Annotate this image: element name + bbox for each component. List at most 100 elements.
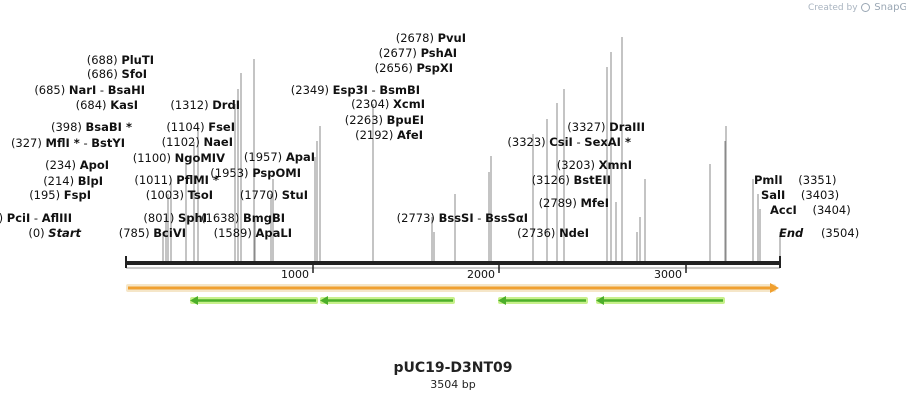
site-name: ApaI [286, 150, 315, 164]
site-position: (1102) [162, 135, 200, 149]
orf-arrowhead [498, 296, 506, 305]
site-label: (0) Start [28, 226, 81, 240]
watermark: Created by SnapGene [808, 2, 906, 13]
site-position: (0) [28, 226, 44, 240]
site-star: * [122, 120, 132, 134]
site-position: (327) [11, 136, 42, 150]
site-name: AccI [770, 203, 797, 217]
site-name: MfeI [580, 196, 609, 210]
site-position: (686) [87, 67, 118, 81]
site-separator: - [80, 136, 91, 150]
site-label: (398) BsaBI * [51, 120, 132, 134]
site-name: BstEII [573, 173, 611, 187]
site-position: (3203) [557, 158, 595, 172]
site-name: PshAI [421, 46, 457, 60]
site-alt-name: SexAI [584, 135, 621, 149]
site-label: (234) ApoI [45, 158, 109, 172]
site-position: (3126) [532, 173, 570, 187]
spacer [797, 203, 801, 217]
site-label: (2773) BssSI - BssSαI [397, 211, 528, 225]
site-name: Start [48, 226, 81, 240]
site-position: (1104) [166, 120, 204, 134]
site-label: (1104) FseI [166, 120, 235, 134]
site-position: (2304) [351, 97, 389, 111]
watermark-prefix: Created by [808, 3, 858, 13]
site-label: (1957) ApaI [244, 150, 315, 164]
snapgene-logo-icon [861, 3, 871, 12]
site-name: PluTI [121, 53, 154, 67]
site-name: BsaBI [86, 120, 122, 134]
site-name: FseI [208, 120, 235, 134]
site-position: (1589) [214, 226, 252, 240]
site-label: (214) BlpI [43, 174, 103, 188]
site-name: SphI [178, 211, 207, 225]
site-name: BlpI [78, 174, 103, 188]
site-name: PciI [7, 211, 30, 225]
site-label: (1770) StuI [240, 188, 308, 202]
site-label: (785) BciVI [119, 226, 186, 240]
site-position: (688) [87, 53, 118, 67]
site-alt-name: BsaHI [108, 83, 145, 97]
site-separator: - [96, 83, 107, 97]
site-label: (2736) NdeI [517, 226, 589, 240]
site-label: (195) FspI [29, 188, 91, 202]
site-name: XcmI [393, 97, 425, 111]
site-position: (2349) [291, 83, 329, 97]
site-label: (1312) DrdI [170, 98, 240, 112]
site-name: DraIII [609, 120, 645, 134]
site-label: (1638) BmgBI [201, 211, 285, 225]
site-label: (1011) PflMI * [134, 173, 219, 187]
site-label: (2192) AfeI [355, 128, 423, 142]
site-name: PspOMI [252, 166, 301, 180]
orf-arrowhead [320, 296, 328, 305]
site-position: (3327) [567, 120, 605, 134]
site-position: (1312) [170, 98, 208, 112]
site-name: BssSI [439, 211, 474, 225]
site-position: (684) [76, 98, 107, 112]
site-label: (2656) PspXI [375, 61, 453, 75]
site-label: (3203) XmnI [557, 158, 632, 172]
site-label: (3327) DraIII [567, 120, 645, 134]
site-name: ApaLI [256, 226, 293, 240]
site-label: (1003) TsoI [146, 188, 213, 202]
watermark-brand: SnapGene [874, 2, 906, 13]
feature-arrowhead [770, 283, 779, 293]
site-name: PmlI [754, 173, 783, 187]
site-star: * [621, 135, 631, 149]
site-name: PspXI [417, 61, 453, 75]
site-separator: - [474, 211, 485, 225]
site-position: (1953) [210, 166, 248, 180]
site-position: (2773) [397, 211, 435, 225]
site-name: XmnI [599, 158, 632, 172]
site-label: (684) KasI [76, 98, 138, 112]
site-name: ApoI [80, 158, 109, 172]
site-name: KasI [110, 98, 138, 112]
site-position: (3404) [812, 203, 850, 217]
site-position: (1957) [244, 150, 282, 164]
site-position: (2677) [379, 46, 417, 60]
site-position: (785) [119, 226, 150, 240]
plasmid-name: pUC19-D3NT09 [393, 360, 513, 376]
site-name: CsiI [549, 135, 573, 149]
site-label: (686) SfoI [87, 67, 147, 81]
site-label: AccI (3404) [770, 203, 851, 217]
site-label: (801) SphI [143, 211, 207, 225]
site-star: * [70, 136, 80, 150]
site-name: NdeI [559, 226, 589, 240]
orf-arrowhead [190, 296, 198, 305]
axis-tick-label: 2000 [467, 268, 495, 281]
site-position: (2678) [396, 31, 434, 45]
site-position: (1770) [240, 188, 278, 202]
site-position: (2263) [345, 113, 383, 127]
site-name: NarI [69, 83, 96, 97]
site-position: (398) [51, 120, 82, 134]
site-label: (1589) ApaLI [214, 226, 292, 240]
axis-tick-label: 1000 [281, 268, 309, 281]
site-alt-name: AflIII [42, 211, 72, 225]
site-alt-name: BstYI [91, 136, 125, 150]
axis-tick-label: 3000 [654, 268, 682, 281]
spacer [803, 226, 807, 240]
site-position: (685) [34, 83, 65, 97]
site-alt-name: BssSαI [485, 211, 528, 225]
site-position: (1003) [146, 188, 184, 202]
